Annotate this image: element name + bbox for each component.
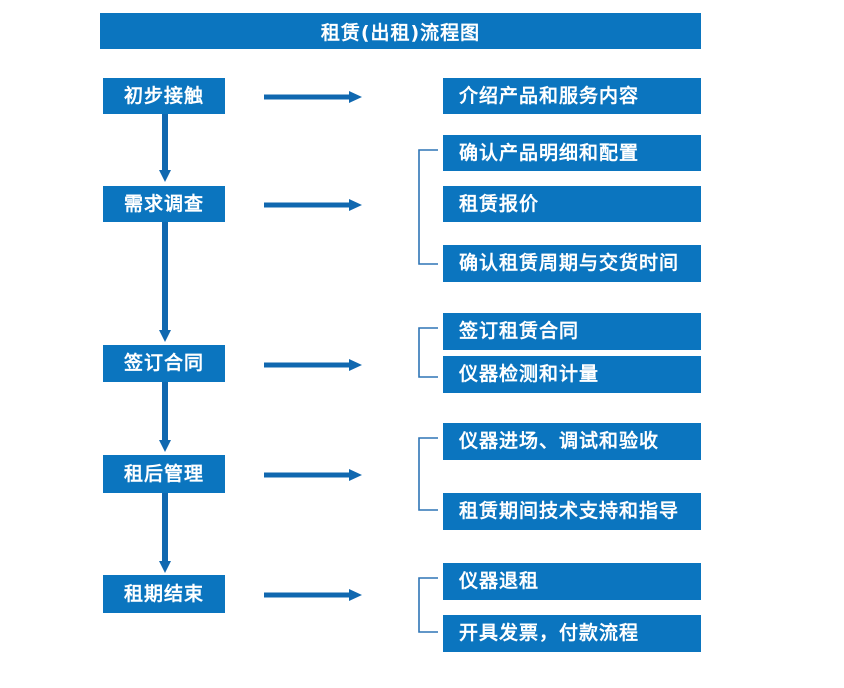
detail-box-4[interactable]: 确认租赁周期与交货时间 (443, 245, 701, 282)
flow-arrow-down-1 (157, 114, 173, 182)
flow-arrow-right-4 (264, 467, 362, 483)
detail-box-label: 仪器检测和计量 (459, 363, 600, 385)
stage-box-label: 初步接触 (123, 84, 204, 107)
group-bracket-2 (418, 327, 438, 378)
flow-arrow-right-2 (264, 197, 362, 213)
detail-box-7[interactable]: 仪器进场、调试和验收 (443, 423, 701, 460)
detail-box-label: 开具发票，付款流程 (459, 622, 640, 644)
detail-box-label: 租赁报价 (459, 192, 540, 215)
detail-box-6[interactable]: 仪器检测和计量 (443, 356, 701, 393)
detail-box-label: 租赁期间技术支持和指导 (459, 500, 680, 522)
stage-box-1[interactable]: 初步接触 (103, 78, 225, 114)
detail-box-5[interactable]: 签订租赁合同 (443, 313, 701, 350)
detail-box-label: 确认产品明细和配置 (459, 141, 640, 164)
stage-box-5[interactable]: 租期结束 (103, 575, 225, 613)
stage-box-label: 签订合同 (123, 352, 204, 374)
flow-arrow-right-1 (264, 89, 362, 105)
flow-arrow-down-3 (157, 382, 173, 452)
flow-arrow-down-4 (157, 493, 173, 573)
group-bracket-3 (418, 437, 438, 511)
flowchart-title: 租赁(出租)流程图 (100, 13, 701, 49)
group-bracket-4 (418, 577, 438, 633)
stage-box-2[interactable]: 需求调查 (103, 186, 225, 222)
flow-arrow-right-5 (264, 587, 362, 603)
detail-box-label: 仪器退租 (459, 570, 540, 592)
flow-arrow-right-3 (264, 357, 362, 373)
stage-box-label: 租后管理 (123, 462, 204, 485)
detail-box-label: 仪器进场、调试和验收 (459, 430, 660, 452)
detail-box-8[interactable]: 租赁期间技术支持和指导 (443, 493, 701, 530)
group-bracket-1 (418, 149, 438, 265)
detail-box-label: 介绍产品和服务内容 (459, 84, 640, 107)
detail-box-3[interactable]: 租赁报价 (443, 186, 701, 222)
flow-arrow-down-2 (157, 222, 173, 342)
detail-box-label: 签订租赁合同 (459, 320, 580, 342)
stage-box-label: 租期结束 (123, 582, 204, 605)
stage-box-4[interactable]: 租后管理 (103, 455, 225, 493)
detail-box-9[interactable]: 仪器退租 (443, 563, 701, 600)
page-title: 租赁(出租)流程图 (320, 21, 481, 44)
stage-box-label: 需求调查 (123, 192, 204, 215)
detail-box-2[interactable]: 确认产品明细和配置 (443, 135, 701, 171)
stage-box-3[interactable]: 签订合同 (103, 345, 225, 382)
detail-box-label: 确认租赁周期与交货时间 (459, 252, 680, 274)
detail-box-1[interactable]: 介绍产品和服务内容 (443, 78, 701, 114)
detail-box-10[interactable]: 开具发票，付款流程 (443, 615, 701, 652)
